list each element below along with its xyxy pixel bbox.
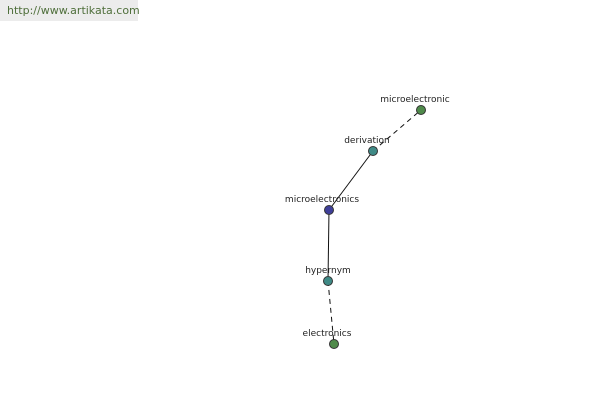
- node-microelectronics-label: microelectronics: [285, 195, 359, 205]
- node-microelectronic-label: microelectronic: [380, 95, 449, 105]
- node-layer: microelectronic derivation microelectron…: [285, 95, 450, 349]
- node-microelectronic-marker[interactable]: [416, 105, 426, 115]
- source-link[interactable]: http://www.artikata.com: [7, 4, 140, 17]
- node-microelectronics[interactable]: microelectronics: [285, 195, 359, 215]
- node-hypernym-marker[interactable]: [323, 276, 333, 286]
- node-electronics-label: electronics: [303, 329, 352, 339]
- node-hypernym-label: hypernym: [305, 266, 351, 276]
- node-microelectronics-marker[interactable]: [324, 205, 334, 215]
- node-hypernym[interactable]: hypernym: [305, 266, 351, 286]
- edge-hypernym-electronics: [327, 280, 335, 345]
- edge-microelectronics-hypernym: [327, 209, 330, 282]
- source-banner: http://www.artikata.com: [0, 0, 140, 21]
- edge-microelectronics-derivation: [328, 150, 374, 211]
- edge-layer: [327, 109, 422, 345]
- node-electronics[interactable]: electronics: [303, 329, 352, 349]
- edge-derivation-microelectronic: [372, 109, 422, 152]
- node-microelectronic[interactable]: microelectronic: [380, 95, 450, 115]
- node-derivation[interactable]: derivation: [344, 136, 390, 156]
- node-derivation-label: derivation: [344, 136, 390, 146]
- node-electronics-marker[interactable]: [329, 339, 339, 349]
- node-derivation-marker[interactable]: [368, 146, 378, 156]
